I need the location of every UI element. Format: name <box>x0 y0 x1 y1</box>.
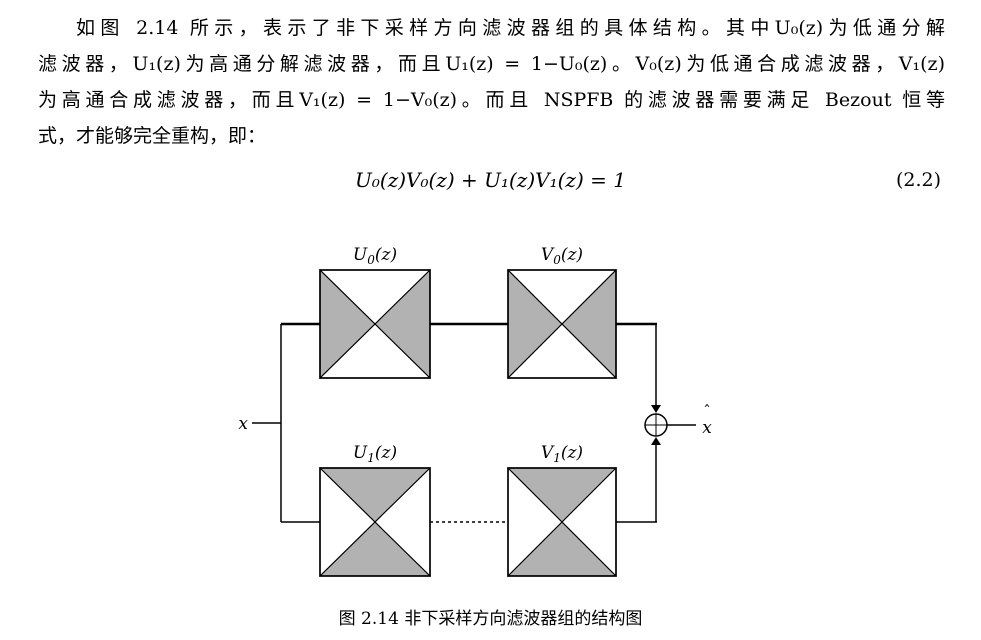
body-paragraph: 如图 2.14 所示，表示了非下采样方向滤波器组的具体结构。其中U₀(z)为低通… <box>0 0 981 154</box>
output-signal-label: x <box>702 418 712 438</box>
block-diagonal <box>319 269 431 379</box>
block-label-v1: V1(z) <box>541 443 583 465</box>
filter-bank-diagram: x U0(z) <box>238 245 712 577</box>
paragraph-line-3: 为高通合成滤波器，而且V₁(z) = 1−V₀(z)。而且 NSPFB 的滤波器… <box>38 89 945 111</box>
arrowhead-down-icon <box>651 405 661 413</box>
filter-block-u0 <box>319 268 431 380</box>
paragraph-line-1: 如图 2.14 所示，表示了非下采样方向滤波器组的具体结构。其中U₀(z)为低通… <box>76 17 945 39</box>
shaded-fan-bottom <box>506 521 618 577</box>
shaded-fan-left <box>507 268 563 380</box>
shaded-fan-left <box>319 268 376 380</box>
block-diagonal <box>507 269 617 379</box>
shaded-fan-right <box>374 268 431 380</box>
filter-block-v0 <box>507 268 617 380</box>
input-signal-label: x <box>238 414 248 434</box>
filter-block-v1 <box>506 467 618 577</box>
output-hat-accent: ˆ <box>703 402 711 420</box>
block-diagonal <box>507 467 617 577</box>
shaded-fan-right <box>561 268 617 380</box>
block-label-u1: U1(z) <box>353 443 397 465</box>
paragraph-line-4: 式，才能够完全重构，即： <box>38 125 267 147</box>
block-outline <box>507 269 617 379</box>
equation-number: (2.2) <box>895 169 941 191</box>
shaded-fan-top <box>506 467 618 523</box>
arrowhead-up-icon <box>651 437 661 445</box>
figure-caption: 图 2.14 非下采样方向滤波器组的结构图 <box>338 609 643 629</box>
shaded-fan-top <box>318 467 432 523</box>
summation-node-icon <box>644 413 668 437</box>
block-outline <box>319 269 431 379</box>
paragraph-line-2: 滤波器，U₁(z)为高通分解滤波器，而且U₁(z) = 1−U₀(z)。V₀(z… <box>38 53 945 75</box>
equation-2-2: U₀(z)V₀(z) + U₁(z)V₁(z) = 1 (2.2) <box>0 168 981 198</box>
block-label-v0: V0(z) <box>541 245 583 267</box>
figure-2-14: x U0(z) <box>0 244 981 629</box>
block-outline <box>319 467 431 577</box>
block-diagonal <box>319 467 431 577</box>
filter-block-u1 <box>318 467 432 577</box>
block-outline <box>507 467 617 577</box>
shaded-fan-bottom <box>318 521 432 577</box>
block-label-u0: U0(z) <box>353 245 397 267</box>
equation-expression: U₀(z)V₀(z) + U₁(z)V₁(z) = 1 <box>355 168 626 192</box>
